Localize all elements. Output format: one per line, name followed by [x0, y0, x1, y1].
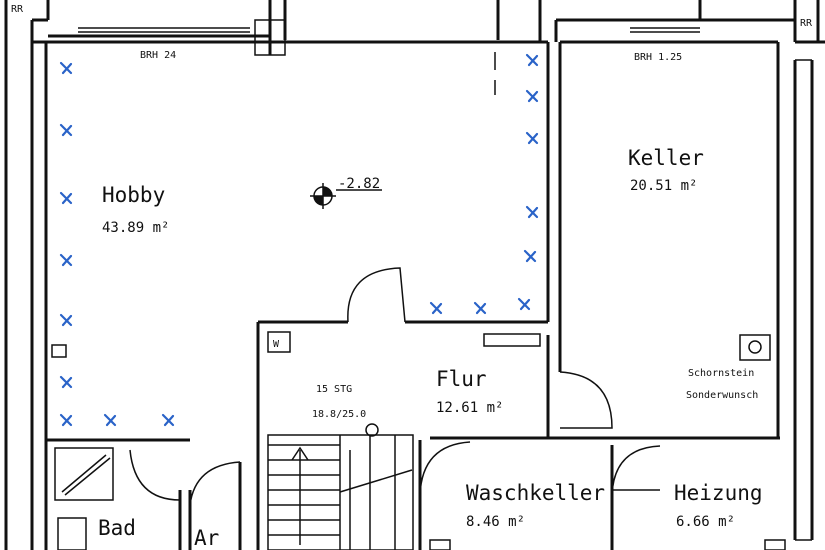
rr-left-label: RR — [11, 4, 24, 15]
room-name-keller: Keller — [628, 146, 704, 170]
chimney-label-line2: Sonderwunsch — [686, 390, 758, 401]
stairs — [267, 423, 414, 550]
outer-walls — [4, 0, 825, 550]
window-mark-icon — [59, 61, 73, 75]
room-area-heizung: 6.66 m² — [676, 514, 735, 530]
keller-walls — [558, 42, 814, 541]
elevation-marker — [310, 183, 382, 209]
window-mark-icon — [525, 53, 539, 67]
window-mark-icon — [161, 413, 175, 427]
brh-right-label: BRH 1.25 — [634, 52, 682, 63]
window-mark-icon — [59, 253, 73, 267]
window-mark-icon — [517, 297, 531, 311]
keller-door — [559, 371, 613, 429]
room-name-bad: Bad — [98, 516, 136, 540]
blue-marks — [59, 53, 539, 427]
chimney-label-line1: Schornstein — [688, 368, 754, 379]
hobby-door — [347, 267, 406, 323]
room-name-ar: Ar — [194, 526, 219, 550]
flur-walls — [256, 322, 780, 550]
room-area-hobby: 43.89 m² — [102, 220, 169, 236]
window-mark-icon — [59, 123, 73, 137]
elevation-label: -2.82 — [338, 176, 380, 192]
window-mark-icon — [525, 131, 539, 145]
window-mark-icon — [103, 413, 117, 427]
window-mark-icon — [429, 301, 443, 315]
window-mark-icon — [59, 413, 73, 427]
room-name-waschkeller: Waschkeller — [466, 481, 605, 505]
hobby-walls — [44, 42, 550, 442]
room-name-hobby: Hobby — [102, 183, 165, 207]
window-mark-icon — [59, 313, 73, 327]
stairs-steps-label: 15 STG — [316, 384, 352, 395]
window-mark-icon — [525, 89, 539, 103]
stairs-dims-label: 18.8/25.0 — [312, 409, 366, 420]
brh-left-label: BRH 24 — [140, 50, 176, 61]
window-mark-icon — [523, 249, 537, 263]
room-name-heizung: Heizung — [674, 481, 763, 505]
window-mark-icon — [525, 205, 539, 219]
room-area-flur: 12.61 m² — [436, 400, 503, 416]
window-mark-icon — [59, 375, 73, 389]
room-area-keller: 20.51 m² — [630, 178, 697, 194]
room-area-waschkeller: 8.46 m² — [466, 514, 525, 530]
wall-w-label: W — [273, 339, 280, 350]
room-name-flur: Flur — [436, 367, 487, 391]
rr-right-label: RR — [800, 18, 813, 29]
lower-walls — [418, 440, 786, 550]
window-mark-icon — [473, 301, 487, 315]
bad-walls — [44, 440, 242, 550]
window-mark-icon — [59, 191, 73, 205]
